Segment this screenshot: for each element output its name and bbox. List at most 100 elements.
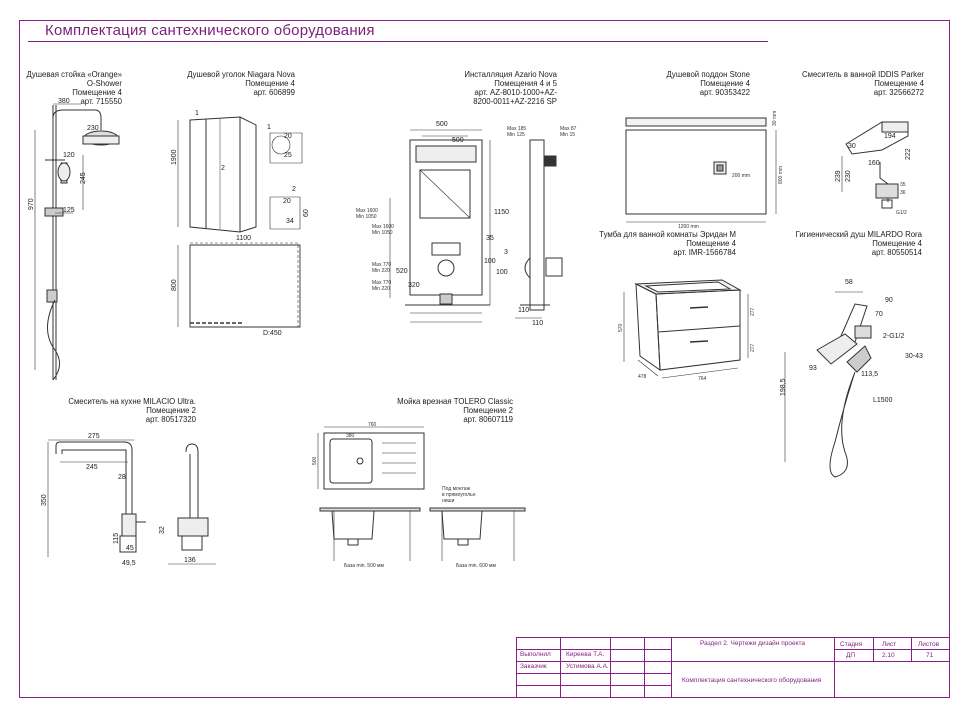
tray-dim-200: 200 mm bbox=[732, 173, 750, 179]
installation-dim-max185: Max 185 bbox=[507, 126, 526, 132]
executed-name: Киреева Т.А. bbox=[566, 651, 605, 658]
shower-rack-dim-120: 120 bbox=[63, 152, 75, 159]
shower-rack-drawing: 380 230 120 245 970 125 bbox=[28, 98, 125, 390]
hygienic-shower-dim-1985: 198,5 bbox=[780, 378, 787, 396]
kitchen-mixer-article: арт. 80517320 bbox=[145, 415, 196, 424]
sheets-label: Листов bbox=[918, 641, 940, 648]
vanity-dim-277b: 277 bbox=[750, 343, 756, 352]
hygienic-shower-drawing: 58 90 70 2-G1/2 30-43 93 113,5 198,5 L15… bbox=[780, 279, 923, 482]
shower-corner-drawing: 1 1900 2 1100 800 D:450 20 25 2 20 34 60… bbox=[171, 110, 310, 337]
tray-dim-30: 30 mm bbox=[772, 111, 778, 126]
tray-room: Помещение 4 bbox=[700, 79, 750, 88]
installation-dim-320: 320 bbox=[408, 282, 420, 289]
installation-dim-min220b: Min 220 bbox=[372, 286, 390, 292]
kitchen-mixer-dim-115: 115 bbox=[113, 533, 120, 544]
installation-drawing: 500 500 Max 185 Min 125 Max 87 Min 15 11… bbox=[356, 121, 577, 327]
installation-dim-min1050a: Min 1050 bbox=[356, 214, 377, 220]
kitchen-mixer-dim-495: 49,5 bbox=[122, 560, 136, 567]
sheet-name: Комплектация сантехнического оборудовани… bbox=[682, 677, 822, 684]
installation-room: Помещения 4 и 5 bbox=[494, 79, 557, 88]
sink-dim-380: 380 bbox=[346, 433, 355, 439]
installation-dim-max1600a: Max 1600 bbox=[356, 208, 378, 214]
kitchen-mixer-drawing: 275 245 28 350 115 45 49,5 32 136 bbox=[41, 433, 238, 567]
kitchen-mixer-caption: Смеситель на кухне MILACIO Ultra. Помеще… bbox=[68, 397, 196, 424]
sink-dim-500: 500 bbox=[312, 456, 318, 465]
vanity-drawing: 570 478 764 277 277 bbox=[618, 272, 756, 382]
shower-corner-dim-34: 34 bbox=[286, 218, 294, 225]
stage-label: Стадия bbox=[840, 641, 863, 648]
shower-rack-room: Помещение 4 bbox=[72, 88, 122, 97]
installation-dim-100b: 100 bbox=[496, 269, 508, 276]
bath-mixer-name: Смеситель в ванной IDDIS Parker bbox=[801, 70, 924, 79]
bath-mixer-dim-36: 36 bbox=[900, 190, 906, 196]
installation-article-2: 8200-0011+AZ-2216 SP bbox=[473, 97, 557, 106]
shower-rack-dim-230: 230 bbox=[87, 125, 99, 132]
sink-name: Мойка врезная TOLERO Classic bbox=[397, 397, 513, 406]
shower-corner-dim-800: 800 bbox=[171, 279, 178, 291]
installation-dim-500b: 500 bbox=[452, 137, 464, 144]
sink-drawing: 760 500 380 Под монтаж в прямоугольн ниш… bbox=[312, 422, 540, 569]
installation-dim-min1050b: Min 1050 bbox=[372, 230, 393, 236]
tray-article: арт. 90353422 bbox=[699, 88, 750, 97]
bath-mixer-room: Помещение 4 bbox=[874, 79, 924, 88]
kitchen-mixer-dim-28: 28 bbox=[118, 474, 126, 481]
shower-corner-room: Помещение 4 bbox=[245, 79, 295, 88]
shower-corner-dim-2: 2 bbox=[221, 165, 225, 172]
sheet-title: Комплектация сантехнического оборудовани… bbox=[45, 22, 375, 39]
bath-mixer-dim-35: 35 bbox=[900, 182, 906, 188]
tray-name: Душевой поддон Stone bbox=[666, 70, 750, 79]
installation-dim-520: 520 bbox=[396, 268, 408, 275]
shower-corner-dim-1: 1 bbox=[195, 110, 199, 117]
bath-mixer-dim-160: 160 bbox=[868, 160, 880, 167]
hygienic-shower-dim-2g12: 2-G1/2 bbox=[883, 333, 905, 340]
installation-dim-min220a: Min 220 bbox=[372, 268, 390, 274]
hygienic-shower-room: Помещение 4 bbox=[872, 239, 922, 248]
kitchen-mixer-room: Помещение 2 bbox=[146, 406, 196, 415]
bath-mixer-dim-222: 222 bbox=[905, 148, 912, 160]
vanity-dim-570: 570 bbox=[618, 323, 624, 332]
shower-corner-caption: Душевой уголок Niagara Nova Помещение 4 … bbox=[187, 70, 295, 97]
vanity-name: Тумба для ванной комнаты Эридан М bbox=[599, 230, 736, 239]
hygienic-shower-dim-90: 90 bbox=[885, 297, 893, 304]
tray-dim-800: 800 mm bbox=[778, 166, 784, 184]
sink-note-1: Под монтаж bbox=[442, 486, 471, 492]
vanity-caption: Тумба для ванной комнаты Эридан М Помеще… bbox=[599, 230, 736, 257]
installation-dim-min15: Min 15 bbox=[560, 132, 575, 138]
bath-mixer-drawing: 30 194 160 222 239 230 35 36 G1/2 bbox=[835, 110, 912, 216]
sheets-value: 71 bbox=[926, 652, 934, 659]
installation-name: Инсталляция Azario Nova bbox=[464, 70, 557, 79]
hygienic-shower-caption: Гигиенический душ MILARDO Rora Помещение… bbox=[796, 230, 922, 257]
hygienic-shower-dim-70: 70 bbox=[875, 311, 883, 318]
stage-value: ДП bbox=[846, 652, 856, 659]
shower-corner-dim-1100: 1100 bbox=[236, 235, 251, 242]
bath-mixer-dim-194: 194 bbox=[884, 133, 896, 140]
hygienic-shower-name: Гигиенический душ MILARDO Rora bbox=[795, 230, 922, 239]
shower-corner-dim-1900: 1900 bbox=[171, 149, 178, 165]
sink-caption: Мойка врезная TOLERO Classic Помещение 2… bbox=[397, 397, 513, 424]
executed-label: Выполнил bbox=[520, 651, 551, 658]
tray-caption: Душевой поддон Stone Помещение 4 арт. 90… bbox=[666, 70, 750, 97]
kitchen-mixer-dim-275: 275 bbox=[88, 433, 100, 440]
bath-mixer-caption: Смеситель в ванной IDDIS Parker Помещени… bbox=[802, 70, 924, 97]
shower-corner-dim-2b: 2 bbox=[292, 186, 296, 193]
hygienic-shower-dim-3043: 30-43 bbox=[905, 353, 923, 360]
shower-rack-dim-125: 125 bbox=[63, 207, 75, 214]
installation-dim-max770a: Max 770 bbox=[372, 262, 391, 268]
kitchen-mixer-dim-45: 45 bbox=[126, 545, 134, 552]
installation-dim-100a: 100 bbox=[484, 258, 496, 265]
vanity-dim-478: 478 bbox=[638, 374, 647, 380]
vanity-dim-764: 764 bbox=[698, 376, 707, 382]
installation-dim-min125: Min 125 bbox=[507, 132, 525, 138]
kitchen-mixer-dim-32: 32 bbox=[159, 526, 166, 534]
hygienic-shower-dim-l1500: L1500 bbox=[873, 397, 893, 404]
shower-rack-name: Душевая стойка «Orange» bbox=[26, 70, 122, 79]
shower-rack-dim-380: 380 bbox=[58, 98, 70, 105]
customer-name: Устимова А.А. bbox=[566, 663, 609, 670]
shower-corner-dim-20b: 20 bbox=[283, 198, 291, 205]
installation-dim-110b: 110 bbox=[532, 320, 543, 327]
shower-corner-dim-60: 60 bbox=[303, 209, 310, 217]
installation-dim-35: 35 bbox=[486, 235, 494, 242]
sink-dim-760: 760 bbox=[368, 422, 377, 428]
bath-mixer-dim-30: 30 bbox=[848, 143, 856, 150]
sink-article: арт. 80607119 bbox=[463, 415, 513, 424]
